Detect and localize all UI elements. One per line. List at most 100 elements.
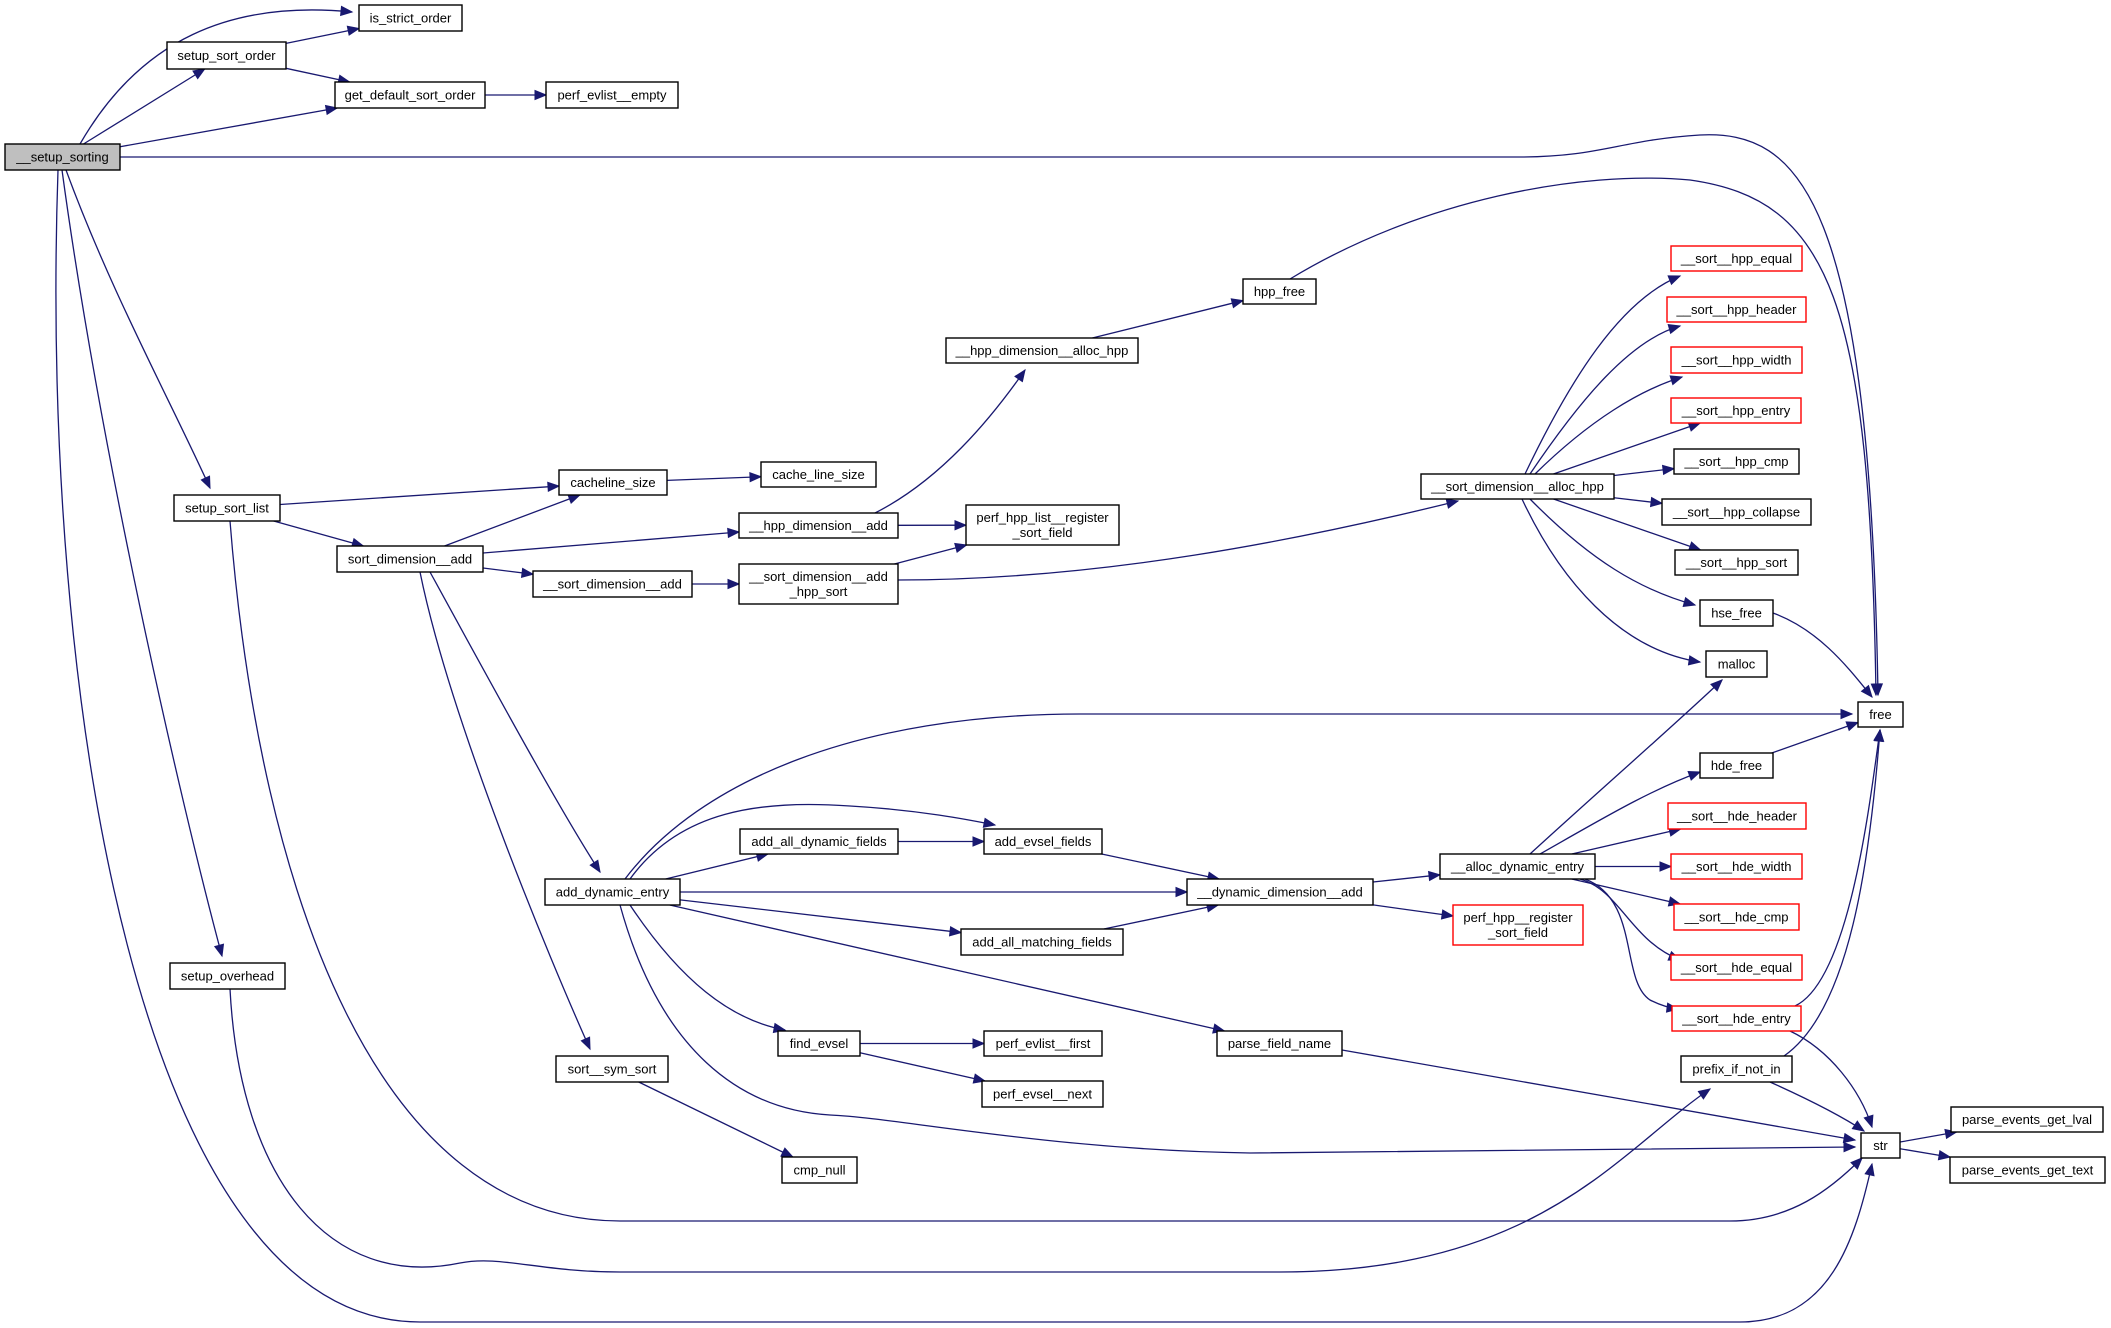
node-sort-hpp-equal[interactable]: __sort__hpp_equal <box>1670 245 1803 272</box>
node-box[interactable] <box>545 81 679 109</box>
node-setup-sort-list[interactable]: setup_sort_list <box>173 494 281 522</box>
node-box[interactable] <box>777 1030 861 1057</box>
node-box[interactable] <box>738 512 899 539</box>
node-box[interactable] <box>781 1156 858 1184</box>
node-hde-free[interactable]: hde_free <box>1699 752 1774 779</box>
node-sort-hde-width[interactable]: __sort__hde_width <box>1670 853 1803 880</box>
node-box[interactable] <box>334 81 486 109</box>
node-box[interactable] <box>1671 1005 1802 1032</box>
node-box[interactable] <box>1420 473 1615 500</box>
node-box[interactable] <box>1674 549 1799 576</box>
node-box[interactable] <box>1667 802 1807 830</box>
node-parse-events-get-lval[interactable]: parse_events_get_lval <box>1950 1106 2104 1133</box>
node-parse-field-name[interactable]: parse_field_name <box>1216 1030 1343 1057</box>
node-sort-dimension-alloc-hpp[interactable]: __sort_dimension__alloc_hpp <box>1420 473 1615 500</box>
node-perf-evsel-next[interactable]: perf_evsel__next <box>981 1080 1104 1108</box>
node-sort-hde-entry[interactable]: __sort__hde_entry <box>1671 1005 1802 1032</box>
node-sort-hpp-header[interactable]: __sort__hpp_header <box>1666 296 1807 323</box>
node-sort-hpp-sort[interactable]: __sort__hpp_sort <box>1674 549 1799 576</box>
node-box[interactable] <box>945 337 1139 364</box>
node-box[interactable] <box>1950 1106 2104 1133</box>
node-box[interactable] <box>1857 701 1904 728</box>
node-cmp-null[interactable]: cmp_null <box>781 1156 858 1184</box>
node-box[interactable] <box>1186 878 1374 906</box>
node-add-evsel-fields[interactable]: add_evsel_fields <box>983 828 1103 855</box>
node-box[interactable] <box>532 570 693 598</box>
node-box[interactable] <box>1699 599 1774 627</box>
node-box[interactable] <box>1439 853 1596 880</box>
node-perf-hpp-register-sort-field[interactable]: perf_hpp__register_sort_field <box>1452 904 1584 946</box>
node-box[interactable] <box>1673 903 1800 931</box>
node-malloc[interactable]: malloc <box>1705 650 1768 678</box>
node-sort-hpp-entry[interactable]: __sort__hpp_entry <box>1670 397 1802 424</box>
node-prefix-if-not-in[interactable]: prefix_if_not_in <box>1680 1055 1793 1083</box>
node-box[interactable] <box>1670 245 1803 272</box>
node-box[interactable] <box>1670 853 1803 880</box>
node-box[interactable] <box>169 962 286 990</box>
node-hpp-dimension-add[interactable]: __hpp_dimension__add <box>738 512 899 539</box>
node-sort-hpp-collapse[interactable]: __sort__hpp_collapse <box>1661 498 1812 526</box>
node-box[interactable] <box>358 4 463 32</box>
node-add-all-matching-fields[interactable]: add_all_matching_fields <box>960 928 1124 956</box>
node-perf-hpp-list-register-sort-field[interactable]: perf_hpp_list__register_sort_field <box>965 504 1120 546</box>
node-box[interactable] <box>981 1080 1104 1108</box>
node-hpp-dimension-alloc-hpp[interactable]: __hpp_dimension__alloc_hpp <box>945 337 1139 364</box>
node-box[interactable] <box>1242 278 1317 305</box>
node-free[interactable]: free <box>1857 701 1904 728</box>
node-box[interactable] <box>983 1030 1103 1057</box>
node-setup-overhead[interactable]: setup_overhead <box>169 962 286 990</box>
node-hpp-free[interactable]: hpp_free <box>1242 278 1317 305</box>
node-box[interactable] <box>1680 1055 1793 1083</box>
node-setup-sort-order[interactable]: setup_sort_order <box>166 41 287 70</box>
node-box[interactable] <box>1216 1030 1343 1057</box>
node-box[interactable] <box>760 461 877 488</box>
node-box[interactable] <box>1949 1156 2106 1184</box>
node-box[interactable] <box>544 878 681 906</box>
node-box[interactable] <box>965 504 1120 546</box>
node-box[interactable] <box>1670 954 1803 981</box>
node-add-dynamic-entry[interactable]: add_dynamic_entry <box>544 878 681 906</box>
node-box[interactable] <box>166 41 287 70</box>
node-sort-hde-header[interactable]: __sort__hde_header <box>1667 802 1807 830</box>
node-box[interactable] <box>1673 448 1800 475</box>
node-sort-hpp-width[interactable]: __sort__hpp_width <box>1670 346 1803 374</box>
node-box[interactable] <box>1452 904 1584 946</box>
node-cache-line-size[interactable]: cache_line_size <box>760 461 877 488</box>
node-box[interactable] <box>738 563 899 605</box>
node-hse-free[interactable]: hse_free <box>1699 599 1774 627</box>
node-box[interactable] <box>1705 650 1768 678</box>
node-dynamic-dimension-add[interactable]: __dynamic_dimension__add <box>1186 878 1374 906</box>
node-sort-sym-sort[interactable]: sort__sym_sort <box>555 1055 669 1083</box>
node-box[interactable] <box>555 1055 669 1083</box>
node-box[interactable] <box>558 469 668 496</box>
node-box[interactable] <box>1699 752 1774 779</box>
node-box[interactable] <box>739 828 899 855</box>
node-find-evsel[interactable]: find_evsel <box>777 1030 861 1057</box>
node-box[interactable] <box>960 928 1124 956</box>
node-alloc-dynamic-entry[interactable]: __alloc_dynamic_entry <box>1439 853 1596 880</box>
node-box[interactable] <box>1666 296 1807 323</box>
node-setup-sorting[interactable]: __setup_sorting <box>4 143 121 171</box>
node-sort-dimension-add[interactable]: sort_dimension__add <box>336 545 484 573</box>
node-cacheline-size[interactable]: cacheline_size <box>558 469 668 496</box>
node-box[interactable] <box>983 828 1103 855</box>
node-perf-evlist-first[interactable]: perf_evlist__first <box>983 1030 1103 1057</box>
node-sort-dimension-add-hpp-sort[interactable]: __sort_dimension__add_hpp_sort <box>738 563 899 605</box>
node-parse-events-get-text[interactable]: parse_events_get_text <box>1949 1156 2106 1184</box>
node-box[interactable] <box>1860 1132 1901 1159</box>
node-add-all-dynamic-fields[interactable]: add_all_dynamic_fields <box>739 828 899 855</box>
node-sort-hde-equal[interactable]: __sort__hde_equal <box>1670 954 1803 981</box>
node-str[interactable]: str <box>1860 1132 1901 1159</box>
node-get-default-sort-order[interactable]: get_default_sort_order <box>334 81 486 109</box>
node-box[interactable] <box>1661 498 1812 526</box>
node-sort-hpp-cmp[interactable]: __sort__hpp_cmp <box>1673 448 1800 475</box>
node-box[interactable] <box>1670 346 1803 374</box>
node-box[interactable] <box>336 545 484 573</box>
node-perf-evlist-empty[interactable]: perf_evlist__empty <box>545 81 679 109</box>
node-box[interactable] <box>173 494 281 522</box>
node-sort-dimension-add[interactable]: __sort_dimension__add <box>532 570 693 598</box>
node-is-strict-order[interactable]: is_strict_order <box>358 4 463 32</box>
node-sort-hde-cmp[interactable]: __sort__hde_cmp <box>1673 903 1800 931</box>
node-box[interactable] <box>4 143 121 171</box>
node-box[interactable] <box>1670 397 1802 424</box>
